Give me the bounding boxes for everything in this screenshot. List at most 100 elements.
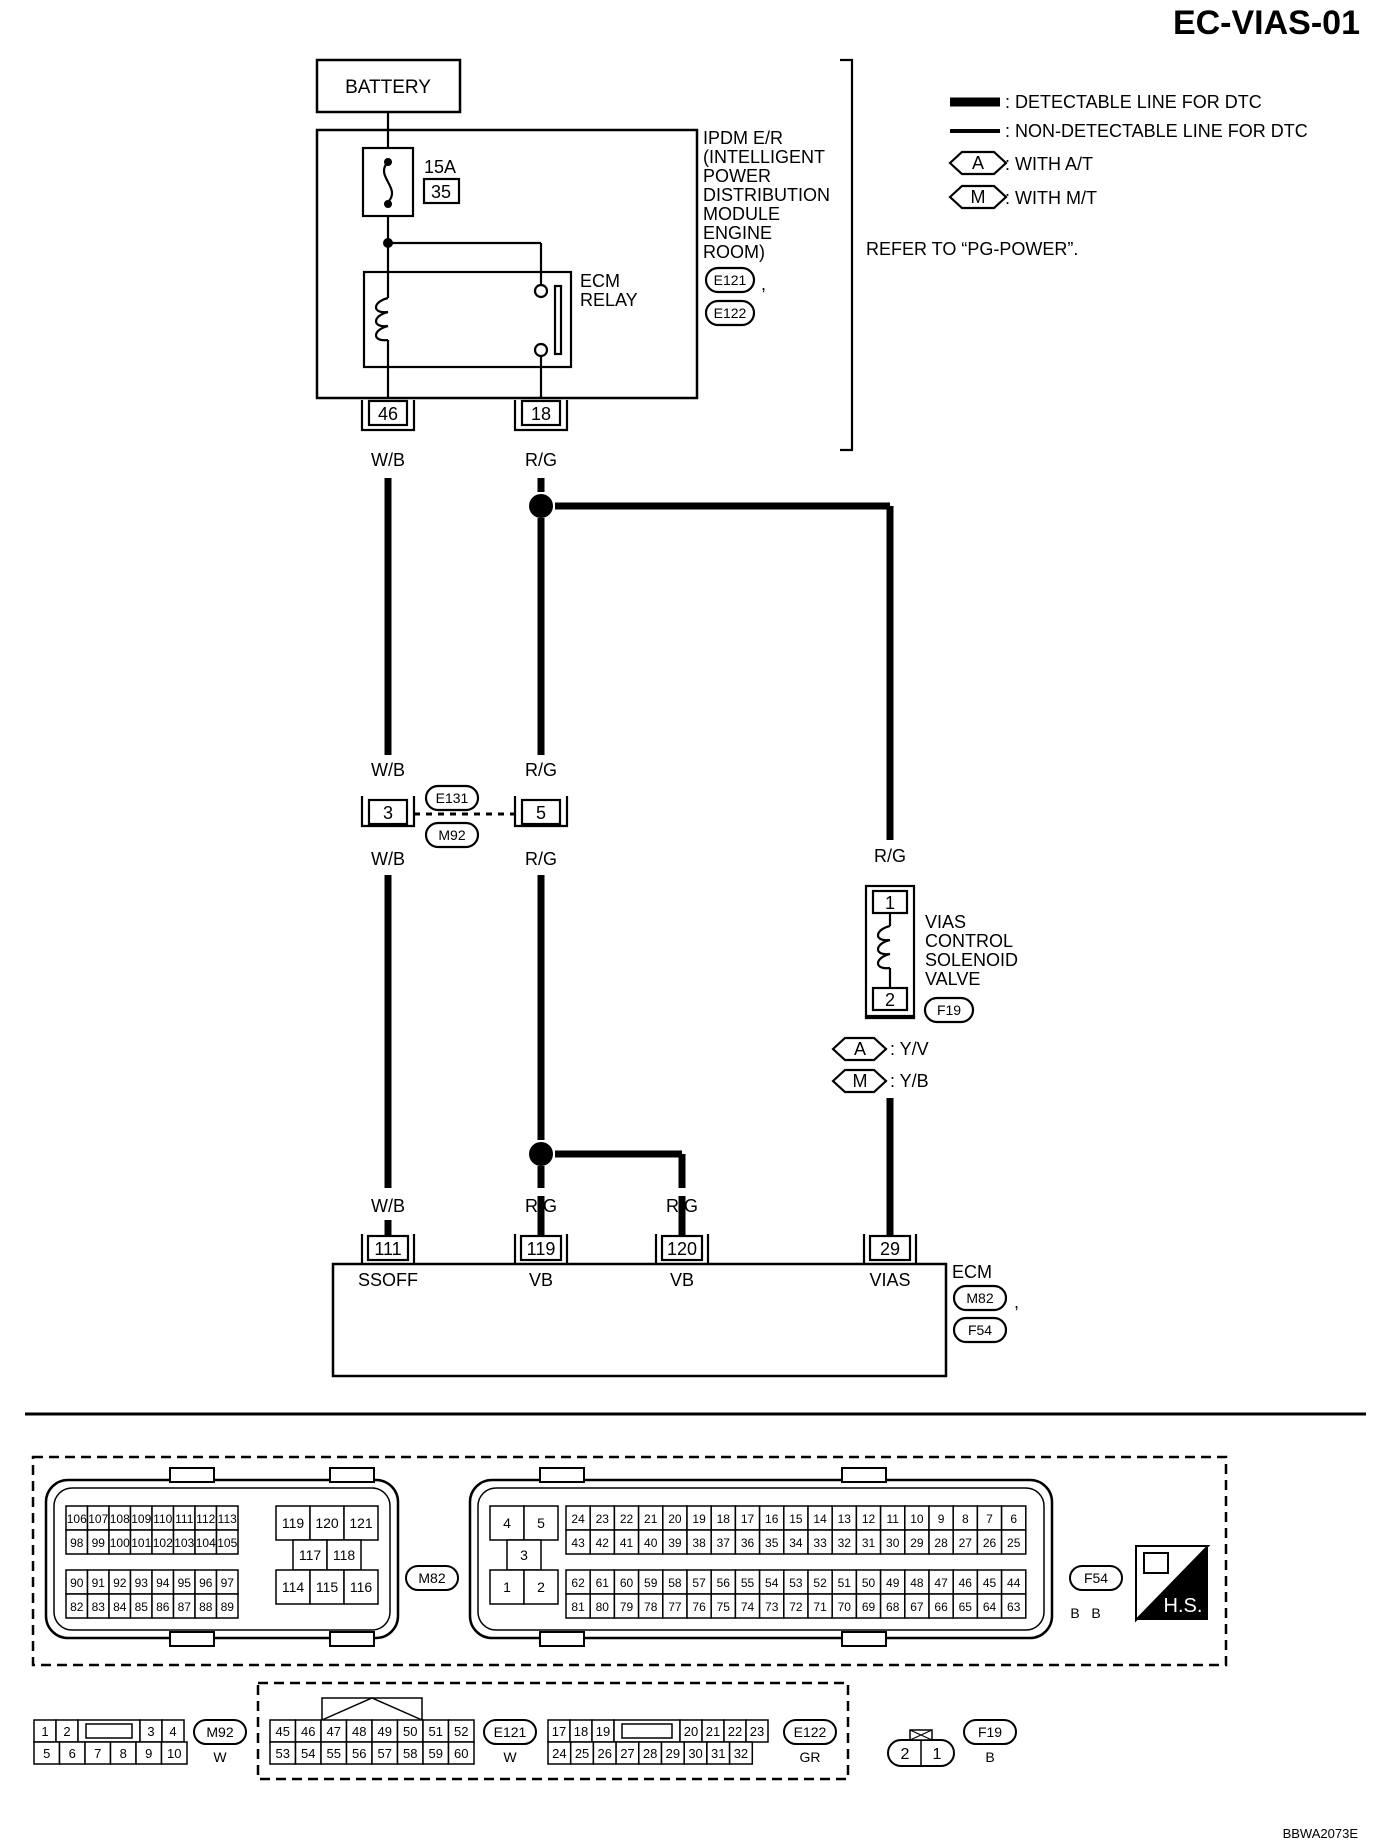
m82-latch-1 (329, 1467, 375, 1483)
ipdm-line-5: MODULE (703, 204, 780, 224)
f54-pin-39-box (662, 1529, 688, 1555)
m82-pin-120: 120 (315, 1515, 339, 1531)
ecm-relay-box (362, 270, 573, 369)
f54-pin-13: 13 (838, 1512, 852, 1526)
e121-pin-53: 53 (276, 1746, 290, 1761)
m82-pin-109: 109 (131, 1512, 151, 1526)
ecm-name: ECM (952, 1262, 992, 1282)
ecm-119-box (519, 1234, 563, 1262)
m82-pin-119: 119 (282, 1515, 305, 1531)
f54-pin-67-box (904, 1593, 930, 1619)
fuse-number-box (422, 177, 461, 205)
rg-splice-upper (529, 494, 553, 518)
e122-pin-25: 25 (575, 1746, 589, 1761)
f54-pin-19: 19 (692, 1512, 706, 1526)
ecm-term-29: 29 (880, 1239, 900, 1259)
f54-pin-12: 12 (862, 1512, 876, 1526)
f54-pin-9: 9 (938, 1512, 945, 1526)
f54-pin-70: 70 (838, 1600, 852, 1614)
term-46: 46 (378, 404, 398, 424)
wire-rg-solenoid: R/G (874, 846, 906, 866)
term-3-bracket (360, 796, 416, 828)
e121-hood (321, 1697, 423, 1720)
sol-2-box (871, 986, 909, 1012)
f54-pin-66-box (928, 1593, 954, 1619)
f54-pin-70-box (831, 1593, 858, 1619)
m92-pin-6: 6 (69, 1746, 76, 1761)
ecm-120-bracket (654, 1234, 710, 1264)
m82-pin-88: 88 (199, 1600, 213, 1614)
e122-pin-21: 21 (706, 1724, 720, 1739)
rg-splice-lower (529, 1142, 553, 1166)
f54-pin-66: 66 (934, 1600, 948, 1614)
f54-pin-6: 6 (1010, 1512, 1017, 1526)
fuse-number: 35 (431, 182, 451, 202)
ecm-conn-f54: F54 (968, 1322, 992, 1338)
f54-pin-27: 27 (959, 1536, 973, 1550)
m92-pin-4: 4 (169, 1724, 176, 1739)
f54-pin-79-box (613, 1593, 640, 1619)
connector-views-frame (31, 1455, 1228, 1667)
f54-pin-46: 46 (959, 1576, 973, 1590)
ipdm-comma: , (761, 274, 766, 294)
e121-view-label: E121 (494, 1724, 527, 1740)
m82-pin-89: 89 (221, 1600, 235, 1614)
fuse-node-top (384, 158, 392, 166)
m82-pin-104: 104 (196, 1536, 216, 1550)
f19-latch-x (909, 1729, 933, 1741)
f54-pin-15: 15 (789, 1512, 803, 1526)
f54-pin-16: 16 (765, 1512, 779, 1526)
e122-pin-32: 32 (734, 1746, 748, 1761)
sol-term-2: 2 (885, 990, 895, 1010)
f19-pin-2: 2 (901, 1746, 910, 1763)
e121-pin-60-box (447, 1741, 475, 1765)
f54-pin-17-box (734, 1505, 761, 1531)
e121-pin-49: 49 (378, 1724, 392, 1739)
wire-rg-3: R/G (525, 849, 557, 869)
f54-pin-67: 67 (910, 1600, 924, 1614)
ipdm-conn-e121: E121 (714, 272, 747, 288)
hs-label: H.S. (1164, 1595, 1203, 1617)
f19-pin-1: 1 (933, 1746, 942, 1763)
f54-pin-51-box (831, 1569, 858, 1595)
e122-oval (704, 299, 756, 327)
f54-pin-5-box (523, 1505, 559, 1541)
hs-connector-icon (1143, 1552, 1169, 1574)
fuse-rating: 15A (424, 157, 456, 177)
m82-pin-111: 111 (175, 1512, 194, 1526)
m82-pin-121-box (343, 1505, 379, 1541)
m82-pin-96: 96 (199, 1576, 213, 1590)
ipdm-line-1: IPDM E/R (703, 128, 783, 148)
wire-at-hex (831, 1036, 888, 1062)
f54-pin-33: 33 (813, 1536, 827, 1550)
f54-pin-53-box (783, 1569, 809, 1595)
f54-pin-56: 56 (717, 1576, 731, 1590)
m82-pin-112: 112 (196, 1512, 215, 1526)
f54-color: B (1091, 1605, 1100, 1621)
f54-pin-79: 79 (620, 1600, 634, 1614)
fuse-element (382, 161, 394, 203)
e121-pin-50: 50 (403, 1724, 417, 1739)
m82-pin-121: 121 (349, 1515, 373, 1531)
f54-oval (952, 1316, 1008, 1344)
f54-pin-9-box (928, 1505, 954, 1531)
refer-note: REFER TO “PG-POWER”. (866, 239, 1078, 259)
ecm-comma: , (1014, 1292, 1019, 1312)
m82-latch-3 (329, 1631, 375, 1647)
m82-latch-0 (169, 1467, 215, 1483)
m82-pin-93: 93 (135, 1576, 149, 1590)
f54-pin-59: 59 (644, 1576, 658, 1590)
f54-pin-22: 22 (620, 1512, 634, 1526)
f19-color: B (985, 1749, 994, 1765)
m82-pin-98: 98 (70, 1536, 84, 1550)
term-5-box (520, 798, 562, 826)
relay-contact-top (533, 283, 549, 299)
m82-pin-97: 97 (221, 1576, 235, 1590)
e121-pin-45: 45 (276, 1724, 290, 1739)
f54-pin-51: 51 (838, 1576, 852, 1590)
f54-pin-14-box (807, 1505, 833, 1531)
f54-pin-30: 30 (886, 1536, 900, 1550)
